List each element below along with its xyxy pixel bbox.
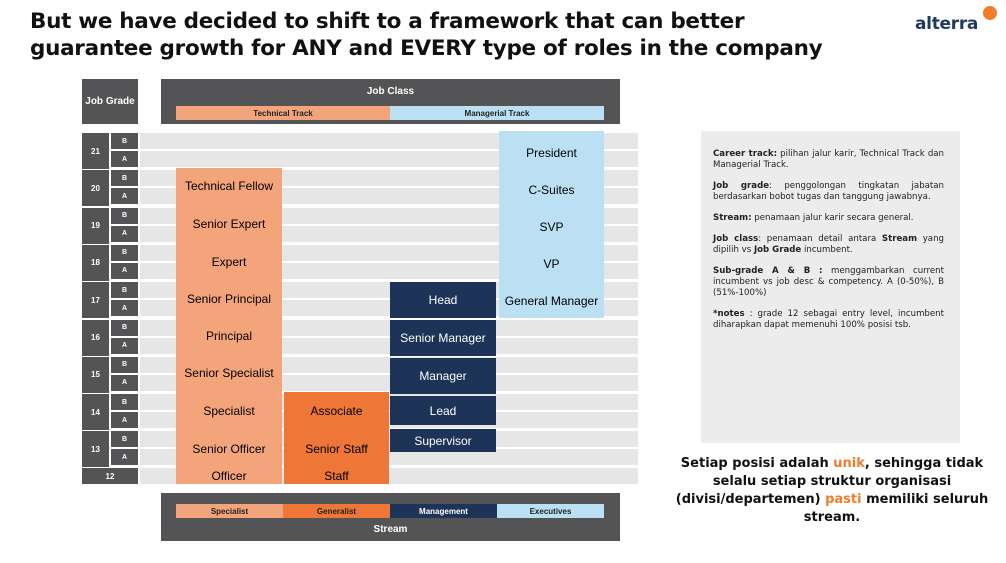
note-job-grade: Job grade: penggolongan tingkatan jabata… xyxy=(713,181,944,202)
grade-label: 16 xyxy=(82,319,109,356)
executive-cell: SVP xyxy=(539,219,564,234)
management-cell: Manager xyxy=(390,358,496,394)
note-career-track: Career track: pilihan jalur karir, Techn… xyxy=(713,149,944,170)
grade-label: 15 xyxy=(82,356,109,393)
managerial-track-label: Managerial Track xyxy=(390,106,604,120)
grade-label: 14 xyxy=(82,394,109,431)
management-cell: Senior Manager xyxy=(390,320,496,356)
sub-grade-b: B xyxy=(111,319,138,336)
note-entry-level: *notes : grade 12 sebagai entry level, i… xyxy=(713,309,944,330)
sub-grade-a: A xyxy=(111,374,138,391)
generalist-cell: Senior Staff xyxy=(305,442,368,456)
logo-dot-icon xyxy=(983,6,997,20)
grade-label: 17 xyxy=(82,282,109,319)
stream-management: Management xyxy=(390,504,497,518)
executives-column xyxy=(499,131,604,318)
job-grade-header: Job Grade xyxy=(82,79,138,124)
caption: Setiap posisi adalah unik, sehingga tida… xyxy=(675,456,989,525)
executive-cell: President xyxy=(526,145,577,160)
specialist-cell: Technical Fellow xyxy=(184,179,274,193)
specialist-cell: Senior Officer xyxy=(192,442,266,456)
stream-footer: Specialist Generalist Management Executi… xyxy=(161,493,620,541)
page-title: But we have decided to shift to a framew… xyxy=(30,9,823,61)
technical-track-label: Technical Track xyxy=(176,106,390,120)
specialist-cell: Senior Specialist xyxy=(184,366,274,380)
alterra-logo: alterra xyxy=(915,14,979,34)
grade-12-label: 12 xyxy=(82,468,138,484)
note-job-class: Job class: penamaan detail antara Stream… xyxy=(713,234,944,255)
job-class-header: Job Class Technical Track Managerial Tra… xyxy=(161,79,620,124)
sub-grade-b: B xyxy=(111,356,138,373)
executive-cell: VP xyxy=(543,256,560,271)
sub-grade-a: A xyxy=(111,188,138,205)
management-cell: Head xyxy=(390,282,496,318)
executive-cell: C-Suites xyxy=(528,182,575,197)
sub-grade-a: A xyxy=(111,262,138,279)
sub-grade-a: A xyxy=(111,225,138,242)
specialist-cell: Senior Principal xyxy=(186,292,272,306)
stream-generalist: Generalist xyxy=(283,504,390,518)
note-sub-grade: Sub-grade A & B : menggambarkan current … xyxy=(713,266,944,298)
specialist-cell: Senior Expert xyxy=(192,217,266,231)
sub-grade-b: B xyxy=(111,394,138,411)
grade-label: 13 xyxy=(82,431,109,468)
sub-grade-b: B xyxy=(111,207,138,224)
stream-executives: Executives xyxy=(497,504,604,518)
sub-grade-b: B xyxy=(111,133,138,149)
management-cell: Supervisor xyxy=(390,429,496,452)
sub-grade-b: B xyxy=(111,170,138,187)
definitions-panel: Career track: pilihan jalur karir, Techn… xyxy=(701,131,960,443)
specialist-column xyxy=(176,168,282,484)
sub-grade-a: A xyxy=(111,300,138,317)
sub-grade-b: B xyxy=(111,282,138,299)
sub-grade-b: B xyxy=(111,244,138,261)
grade-label: 21 xyxy=(82,133,109,169)
sub-grade-a: A xyxy=(111,151,138,167)
specialist-cell: Principal xyxy=(205,329,253,343)
specialist-cell: Expert xyxy=(211,255,247,269)
generalist-column xyxy=(284,392,389,484)
sub-grade-b: B xyxy=(111,431,138,448)
grade-label: 18 xyxy=(82,244,109,281)
note-stream: Stream: penamaan jalur karir secara gene… xyxy=(713,213,914,223)
executive-cell: General Manager xyxy=(504,293,599,308)
sub-grade-a: A xyxy=(111,337,138,354)
sub-grade-a: A xyxy=(111,412,138,429)
generalist-cell: Associate xyxy=(310,404,363,418)
stream-specialist: Specialist xyxy=(176,504,283,518)
specialist-cell: Specialist xyxy=(203,404,255,418)
job-class-title: Job Class xyxy=(366,86,415,97)
generalist-cell: Staff xyxy=(324,469,349,483)
grade-label: 19 xyxy=(82,207,109,244)
stream-title: Stream xyxy=(373,524,408,535)
specialist-cell: Officer xyxy=(211,469,247,483)
sub-grade-a: A xyxy=(111,449,138,466)
management-cell: Lead xyxy=(390,396,496,425)
grade-label: 20 xyxy=(82,170,109,207)
